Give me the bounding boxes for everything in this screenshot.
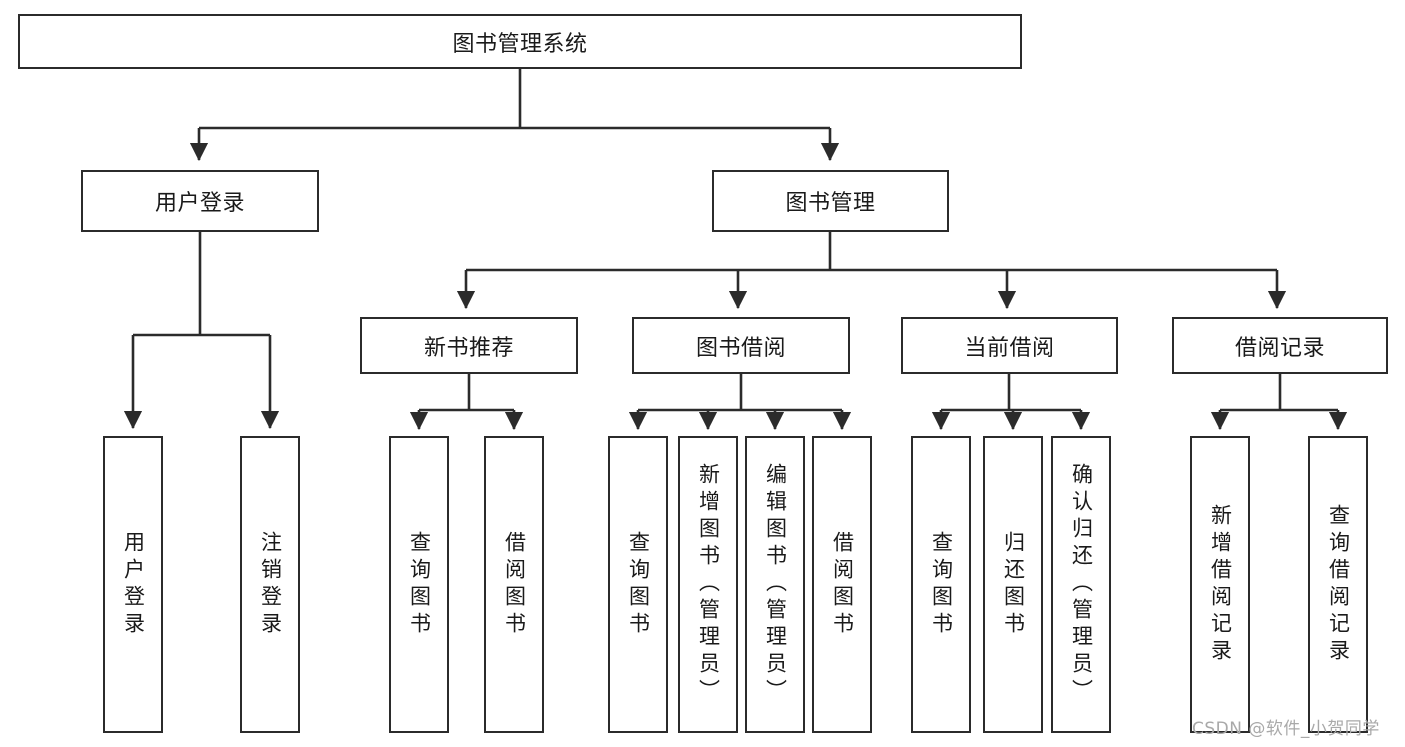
node-book-management-label: 图书管理 (785, 191, 876, 216)
node-root[interactable]: 图书管理系统 (18, 14, 1022, 69)
leaf-node[interactable]: 新增图书（管理员） (678, 436, 738, 733)
leaf-node[interactable]: 查询图书 (389, 436, 449, 733)
leaf-node[interactable]: 注销登录 (240, 436, 300, 733)
node-book-borrow-label: 图书借阅 (695, 335, 786, 361)
leaf-node-label: 用户登录 (121, 530, 146, 639)
node-user-login-label: 用户登录 (154, 191, 245, 216)
leaf-node[interactable]: 确认归还（管理员） (1051, 436, 1111, 733)
leaf-node-label: 确认归还（管理员） (1069, 463, 1094, 706)
leaf-node-label: 查询图书 (929, 530, 954, 639)
leaf-node[interactable]: 查询图书 (608, 436, 668, 733)
leaf-node-label: 注销登录 (258, 530, 283, 639)
leaf-node[interactable]: 归还图书 (983, 436, 1043, 733)
leaf-node-label: 查询图书 (407, 530, 432, 639)
leaf-node-label: 查询借阅记录 (1326, 503, 1351, 666)
node-book-borrow[interactable]: 图书借阅 (632, 317, 850, 374)
leaf-node-label: 查询图书 (626, 530, 651, 639)
leaf-node[interactable]: 编辑图书（管理员） (745, 436, 805, 733)
leaf-node[interactable]: 查询图书 (911, 436, 971, 733)
leaf-node-label: 借阅图书 (502, 530, 527, 639)
leaf-node-label: 归还图书 (1001, 530, 1026, 639)
node-new-book-recommend-label: 新书推荐 (423, 335, 514, 361)
leaf-node-label: 借阅图书 (830, 530, 855, 639)
leaf-node[interactable]: 新增借阅记录 (1190, 436, 1250, 733)
node-current-borrow-label: 当前借阅 (964, 335, 1055, 361)
leaf-node[interactable]: 查询借阅记录 (1308, 436, 1368, 733)
leaf-node-label: 新增图书（管理员） (696, 463, 721, 706)
node-borrow-record[interactable]: 借阅记录 (1172, 317, 1388, 374)
node-borrow-record-label: 借阅记录 (1234, 335, 1325, 361)
leaf-node-label: 编辑图书（管理员） (763, 463, 788, 706)
node-root-label: 图书管理系统 (452, 31, 588, 57)
node-book-management[interactable]: 图书管理 (712, 170, 949, 232)
leaf-node[interactable]: 借阅图书 (812, 436, 872, 733)
node-new-book-recommend[interactable]: 新书推荐 (360, 317, 578, 374)
leaf-node[interactable]: 用户登录 (103, 436, 163, 733)
node-current-borrow[interactable]: 当前借阅 (901, 317, 1118, 374)
leaf-node-label: 新增借阅记录 (1208, 503, 1233, 666)
node-user-login[interactable]: 用户登录 (81, 170, 319, 232)
leaf-node[interactable]: 借阅图书 (484, 436, 544, 733)
csdn-watermark: CSDN @软件_小贺同学 (1192, 719, 1380, 739)
